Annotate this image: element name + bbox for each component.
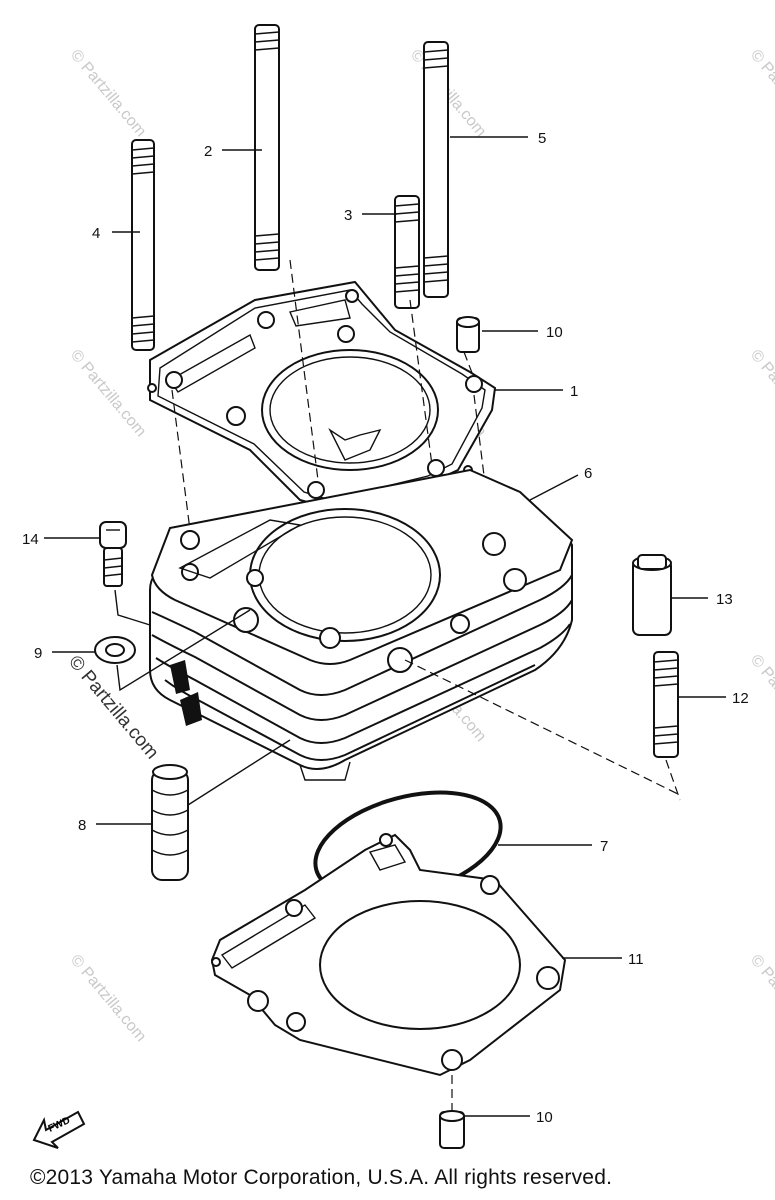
watermark-text: © Partzilla.com bbox=[747, 47, 775, 141]
callout-9: 9 bbox=[34, 645, 42, 662]
bolt-14 bbox=[99, 521, 151, 626]
leader-lines bbox=[44, 136, 726, 1117]
dowel-pin-13 bbox=[632, 554, 672, 636]
callout-11: 11 bbox=[628, 951, 644, 968]
base-gasket-11 bbox=[210, 833, 567, 1110]
watermark-prominent: © Partzilla.com bbox=[64, 652, 162, 764]
stud-bolt-5 bbox=[423, 41, 449, 298]
watermark-text: © Partzilla.com bbox=[747, 952, 775, 1046]
callout-10-bottom: 10 bbox=[536, 1109, 553, 1126]
head-gasket-1 bbox=[147, 280, 497, 510]
stud-bolt-3 bbox=[394, 195, 420, 309]
callout-7: 7 bbox=[600, 838, 608, 855]
stud-bolt-4 bbox=[131, 139, 155, 351]
watermark-text: © Partzilla.com bbox=[747, 347, 775, 441]
callout-5: 5 bbox=[538, 130, 546, 147]
callout-1: 1 bbox=[570, 383, 578, 400]
callout-3: 3 bbox=[344, 207, 352, 224]
stud-bolt-2 bbox=[254, 24, 280, 271]
watermark-text: © Partzilla.com bbox=[67, 47, 149, 141]
cylinder-block-6 bbox=[149, 468, 574, 781]
callout-4: 4 bbox=[92, 225, 100, 242]
cylinder-shading bbox=[170, 660, 202, 726]
damper-8 bbox=[151, 764, 189, 881]
callout-13: 13 bbox=[716, 591, 733, 608]
callout-labels: 2 3 4 5 10 1 6 14 9 8 7 11 13 12 10 bbox=[22, 130, 749, 1126]
stud-bolt-12 bbox=[404, 651, 681, 801]
callout-14: 14 bbox=[22, 531, 39, 548]
callout-8: 8 bbox=[78, 817, 86, 834]
copyright-footer: ©2013 Yamaha Motor Corporation, U.S.A. A… bbox=[30, 1166, 613, 1189]
callout-2: 2 bbox=[204, 143, 212, 160]
fwd-arrow-icon: FWD bbox=[32, 1110, 86, 1149]
watermark-text: © Partzilla.com bbox=[67, 952, 149, 1046]
watermark-text: © Partzilla.com bbox=[747, 652, 775, 746]
dowel-pin-10-top bbox=[456, 316, 480, 353]
callout-6: 6 bbox=[584, 465, 592, 482]
watermark-text: © Partzilla.com bbox=[67, 347, 149, 441]
callout-10-top: 10 bbox=[546, 324, 563, 341]
washer-9 bbox=[94, 609, 251, 692]
dowel-pin-10-bottom bbox=[439, 1110, 465, 1149]
callout-12: 12 bbox=[732, 690, 749, 707]
